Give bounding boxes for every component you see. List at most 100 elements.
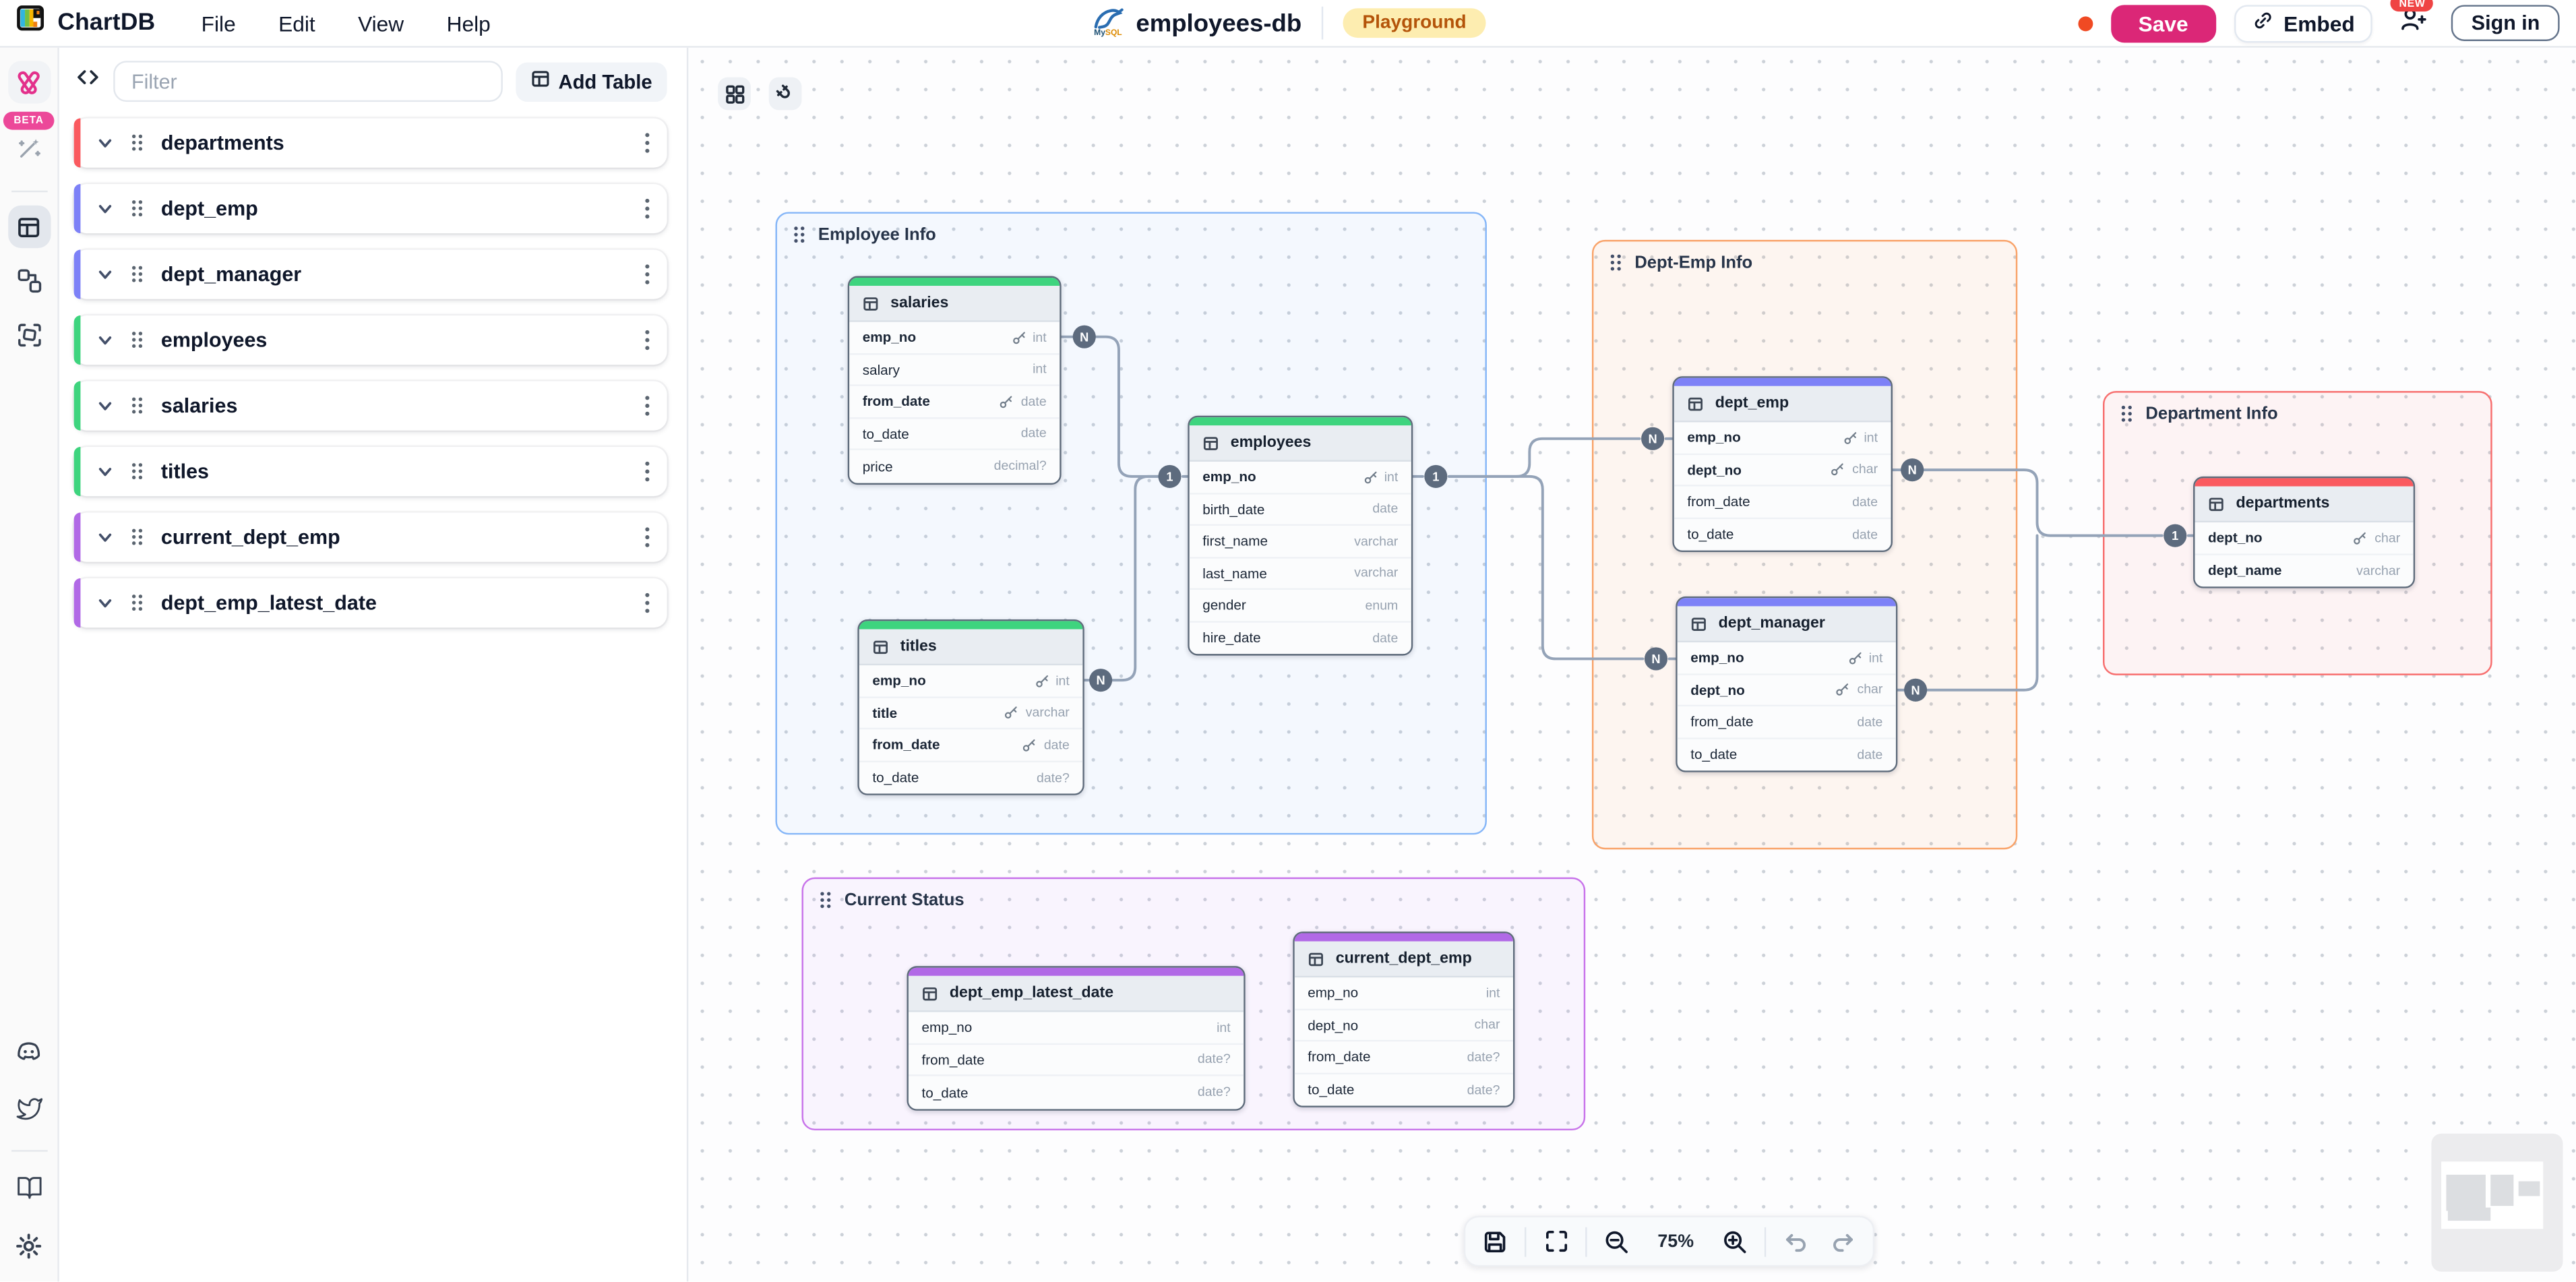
table-node-header[interactable]: salaries	[849, 286, 1060, 322]
filter-input[interactable]	[113, 61, 503, 102]
drag-handle-icon[interactable]	[818, 890, 834, 910]
field-type: int	[1485, 985, 1500, 1000]
save-diagram-button[interactable]	[1477, 1223, 1513, 1260]
kebab-menu-icon[interactable]	[644, 526, 651, 549]
kebab-menu-icon[interactable]	[644, 131, 651, 154]
chevron-down-icon[interactable]	[95, 264, 115, 284]
kebab-menu-icon[interactable]	[644, 394, 651, 417]
field-type: date	[1852, 526, 1878, 542]
chevron-down-icon[interactable]	[95, 396, 115, 415]
cardinality-badge-N: N	[1904, 678, 1928, 702]
sign-in-button[interactable]: Sign in	[2451, 5, 2560, 41]
table-node-header[interactable]: titles	[859, 629, 1083, 666]
areas-panel-button[interactable]	[7, 314, 50, 357]
kebab-menu-icon[interactable]	[644, 263, 651, 286]
save-button[interactable]: Save	[2110, 4, 2217, 42]
table-icon	[1203, 436, 1218, 450]
table-node-salaries[interactable]: salaries emp_no int salary int from_date…	[847, 276, 1062, 484]
chevron-down-icon[interactable]	[95, 199, 115, 218]
magnet-snap-button[interactable]	[768, 77, 802, 111]
drag-handle-icon[interactable]	[130, 527, 146, 547]
menu-view[interactable]: View	[358, 10, 404, 36]
docs-book-icon[interactable]	[16, 1175, 42, 1209]
drag-handle-icon[interactable]	[130, 330, 146, 350]
table-node-titles[interactable]: titles emp_no int title varchar from_dat…	[857, 619, 1084, 795]
sidebar-table-item-employees[interactable]: employees	[73, 315, 667, 365]
kebab-menu-icon[interactable]	[644, 197, 651, 220]
code-view-icon[interactable]	[75, 66, 100, 97]
sidebar-table-item-dept_manager[interactable]: dept_manager	[73, 249, 667, 299]
zoom-in-button[interactable]	[1717, 1223, 1753, 1260]
chevron-down-icon[interactable]	[95, 330, 115, 350]
drag-handle-icon[interactable]	[1608, 253, 1624, 272]
sidebar-table-item-salaries[interactable]: salaries	[73, 381, 667, 431]
table-node-departments[interactable]: departments dept_no char dept_name varch…	[2193, 476, 2416, 588]
undo-button[interactable]	[1777, 1223, 1814, 1260]
kebab-menu-icon[interactable]	[644, 460, 651, 483]
redo-button[interactable]	[1825, 1223, 1862, 1260]
menu-help[interactable]: Help	[446, 10, 491, 36]
chevron-down-icon[interactable]	[95, 462, 115, 481]
table-color-bar	[849, 277, 1060, 286]
sidebar-table-item-current_dept_emp[interactable]: current_dept_emp	[73, 512, 667, 562]
drag-handle-icon[interactable]	[2119, 404, 2135, 424]
table-node-current_dept_emp[interactable]: current_dept_emp emp_no int dept_no char…	[1293, 932, 1515, 1107]
database-name[interactable]: employees-db	[1136, 9, 1302, 37]
drag-handle-icon[interactable]	[792, 225, 808, 245]
kebab-menu-icon[interactable]	[644, 329, 651, 352]
magic-wand-icon[interactable]	[16, 135, 42, 169]
table-node-header[interactable]: dept_manager	[1677, 606, 1896, 643]
table-node-employees[interactable]: employees emp_no int birth_date date fir…	[1188, 415, 1413, 656]
drag-handle-icon[interactable]	[130, 593, 146, 613]
drag-handle-icon[interactable]	[130, 396, 146, 415]
editor-logo-button[interactable]	[7, 61, 51, 104]
drag-handle-icon[interactable]	[130, 264, 146, 284]
zoom-level[interactable]: 75%	[1657, 1231, 1694, 1252]
kebab-menu-icon[interactable]	[644, 592, 651, 615]
primary-key-icon	[1000, 395, 1013, 408]
tables-panel-button[interactable]	[7, 205, 51, 249]
drag-handle-icon[interactable]	[130, 199, 146, 218]
sidebar-table-item-titles[interactable]: titles	[73, 447, 667, 497]
table-node-dept_manager[interactable]: dept_manager emp_no int dept_no char fro…	[1676, 596, 1898, 772]
table-icon	[530, 69, 550, 94]
menu-edit[interactable]: Edit	[278, 10, 315, 36]
relationships-panel-button[interactable]	[7, 260, 50, 302]
add-table-button[interactable]: Add Table	[516, 61, 667, 101]
minimap[interactable]	[2431, 1133, 2563, 1272]
field-name: emp_no	[1687, 429, 1741, 446]
chevron-down-icon[interactable]	[95, 133, 115, 152]
twitter-icon[interactable]	[16, 1096, 42, 1130]
layout-grid-button[interactable]	[718, 77, 751, 111]
table-node-header[interactable]: dept_emp_latest_date	[908, 975, 1244, 1012]
field-row-from_date: from_date date	[849, 386, 1060, 419]
chevron-down-icon[interactable]	[95, 593, 115, 613]
discord-icon[interactable]	[15, 1037, 42, 1073]
chevron-down-icon[interactable]	[95, 527, 115, 547]
field-type: date?	[1036, 770, 1070, 785]
table-color-bar	[1189, 417, 1411, 426]
drag-handle-icon[interactable]	[130, 462, 146, 481]
settings-gear-icon[interactable]	[15, 1232, 42, 1269]
embed-button[interactable]: Embed	[2234, 4, 2373, 42]
zoom-out-button[interactable]	[1599, 1223, 1635, 1260]
table-node-header[interactable]: current_dept_emp	[1294, 941, 1513, 978]
field-name: dept_name	[2208, 562, 2282, 579]
field-type: date	[1852, 494, 1878, 510]
field-type: varchar	[1354, 533, 1399, 549]
drag-handle-icon[interactable]	[130, 133, 146, 152]
table-node-header[interactable]: employees	[1189, 425, 1411, 462]
sidebar-table-item-dept_emp[interactable]: dept_emp	[73, 184, 667, 234]
field-name: to_date	[1690, 746, 1738, 763]
table-node-dept_emp_latest_date[interactable]: dept_emp_latest_date emp_no int from_dat…	[907, 966, 1246, 1110]
table-node-header[interactable]: dept_emp	[1674, 386, 1891, 423]
sidebar-table-item-departments[interactable]: departments	[73, 118, 667, 168]
table-color-bar	[1294, 933, 1513, 942]
fit-view-button[interactable]	[1538, 1223, 1574, 1260]
invite-user-button[interactable]: NEW	[2391, 0, 2434, 44]
table-node-dept_emp[interactable]: dept_emp emp_no int dept_no char from_da…	[1672, 376, 1893, 552]
menu-file[interactable]: File	[201, 10, 236, 36]
table-node-header[interactable]: departments	[2195, 486, 2414, 523]
sidebar-table-item-dept_emp_latest_date[interactable]: dept_emp_latest_date	[73, 578, 667, 628]
